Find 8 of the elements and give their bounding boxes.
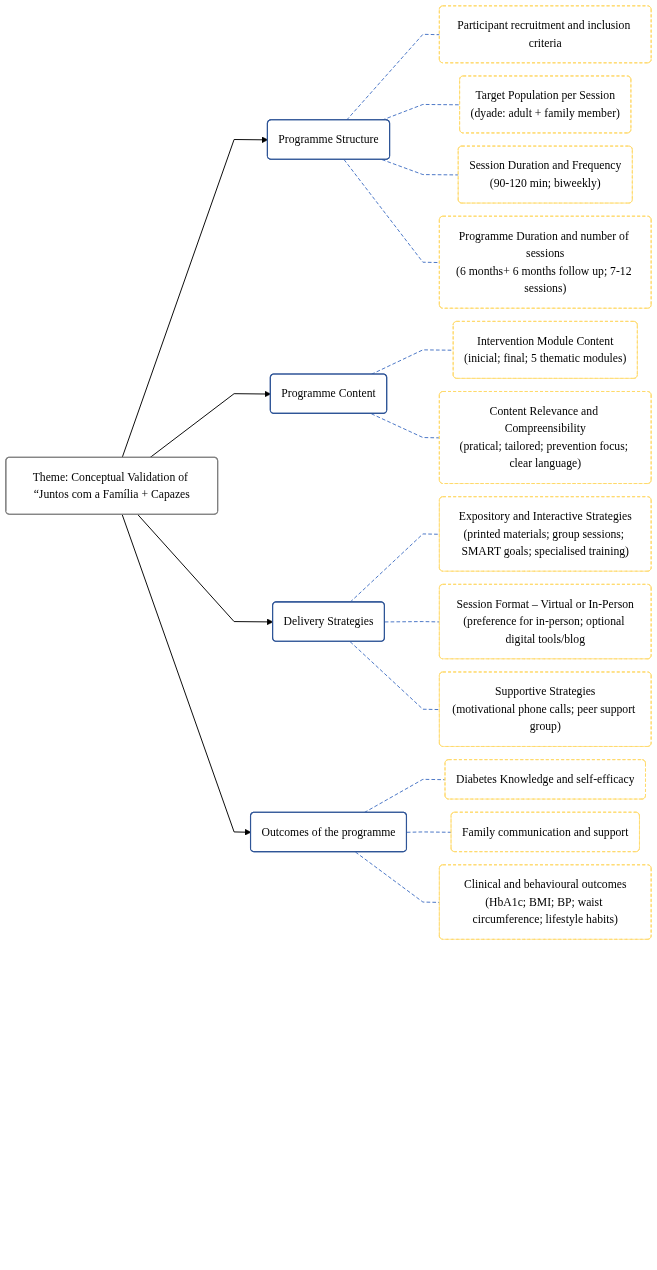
connector — [349, 641, 441, 711]
connector — [346, 33, 441, 121]
connector — [349, 533, 441, 603]
connector — [406, 831, 452, 833]
connector — [370, 413, 441, 439]
connector — [343, 159, 441, 264]
connector — [384, 621, 441, 623]
connector — [363, 778, 446, 814]
